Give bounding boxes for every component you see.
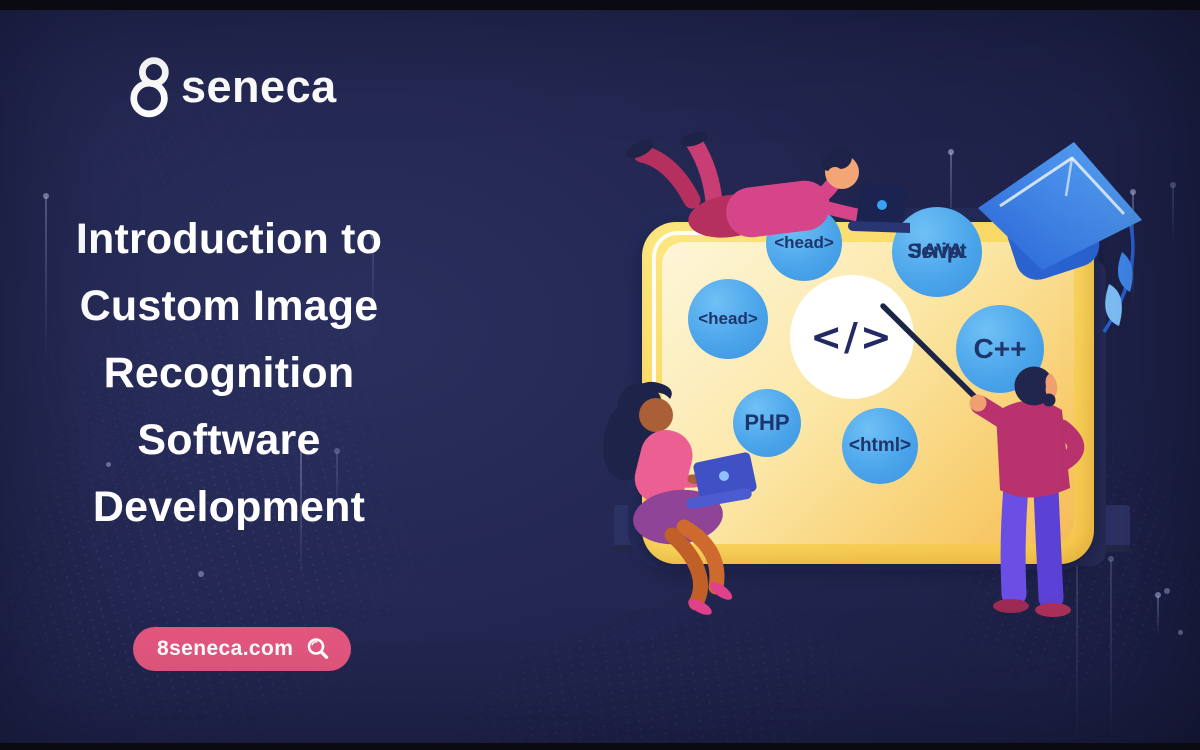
website-cta-button[interactable]: 8seneca.com (133, 627, 352, 671)
bubble-cpp: C++ (956, 305, 1044, 393)
title-line: Recognition (103, 349, 355, 397)
title-line: Software (137, 416, 321, 464)
bubble-head-top: <head> (766, 205, 842, 281)
circuit-pin (370, 233, 376, 325)
title-line: Development (92, 483, 366, 531)
cta-label: 8seneca.com (157, 637, 294, 660)
page-title: Introduction to Custom Image Recognition… (26, 206, 432, 541)
circuit-pin (298, 443, 304, 582)
brand-logo[interactable]: seneca (128, 54, 337, 120)
code-symbol-circle: </> (790, 275, 914, 399)
bubble-label: JAVA (910, 240, 964, 264)
bubble-html: <html> (842, 408, 918, 484)
code-symbol: </> (810, 315, 894, 359)
bubble-label: <html> (848, 435, 912, 456)
circuit-pin (948, 149, 954, 238)
developers-illustration: <head> JAVA Script <head> C++ PHP <html>… (600, 120, 1200, 636)
circuit-pin (1155, 592, 1161, 636)
bubble-label: Script (907, 240, 967, 264)
circuit-pin (334, 448, 340, 527)
bubble-label: <head> (774, 233, 834, 252)
bottom-letterbox-bar (0, 743, 1200, 750)
logo-wordmark: seneca (181, 61, 337, 112)
background-dot (1178, 630, 1183, 635)
magnifier-icon (308, 638, 329, 659)
circuit-pin (1170, 182, 1176, 246)
circuit-pin (1108, 556, 1114, 750)
bubble-head-left: <head> (688, 279, 768, 359)
title-line: Introduction to (75, 215, 383, 263)
background-dot (1164, 588, 1170, 594)
logo-8-icon (130, 57, 169, 118)
background-dot (198, 571, 204, 577)
circuit-pin (43, 193, 49, 362)
bubble-label: C++ (973, 333, 1027, 364)
top-letterbox-bar (0, 0, 1200, 10)
bubble-php: PHP (733, 389, 801, 457)
bubble-label: <head> (698, 309, 758, 328)
title-line: Custom Image (79, 282, 379, 330)
bubble-label: PHP (744, 410, 790, 435)
bubble-javascript: JAVA Script (892, 207, 982, 297)
background-dot (106, 462, 111, 467)
